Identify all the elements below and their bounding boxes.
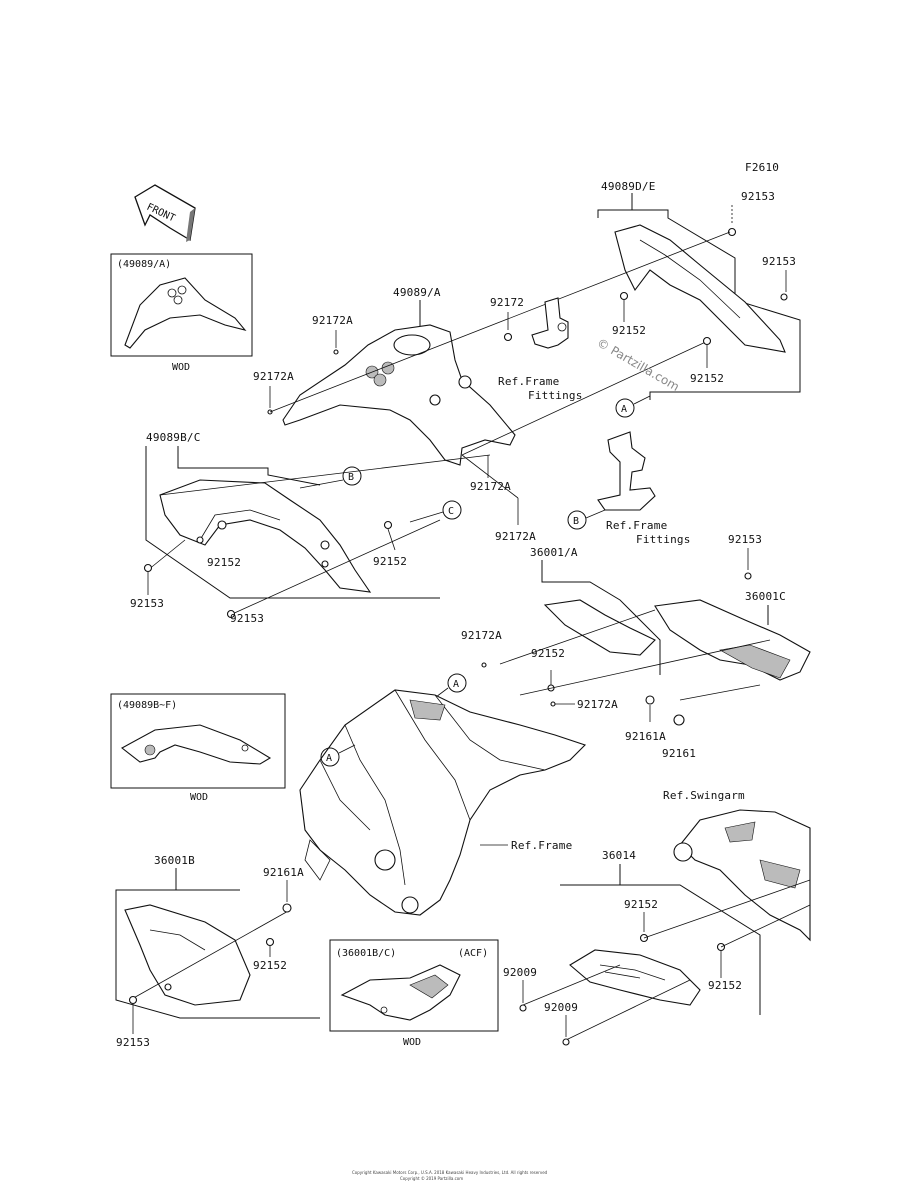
figure-code: F2610 [745,161,779,174]
callout-b-frame: A [320,744,356,767]
inset-36001bc-caption: WOD [403,1037,421,1048]
part-49089bc: 49089B/C [146,431,201,444]
callout-b-right: B [567,509,606,530]
svg-text:A: A [621,404,627,415]
cover-36001a [543,599,656,656]
frame-fitting-2 [597,431,656,511]
inset-36001bc-tag: (ACF) [458,948,488,959]
part-92009-a: 92009 [503,966,537,979]
cover-49089bc [159,479,372,593]
watermark: © Partzilla.com [595,335,682,393]
frame-fitting-1 [531,297,569,349]
part-92009-b: 92009 [544,1001,578,1014]
inset-49089bf-title: (49089B~F) [117,700,177,711]
frame [299,689,587,916]
ref-frame: Ref.Frame [511,839,572,852]
ref-frame-fittings-1a: Ref.Frame [498,375,559,388]
part-92152-a: 92152 [612,324,646,337]
part-92152-h: 92152 [708,979,742,992]
part-92172: 92172 [490,296,524,309]
part-92152-b: 92152 [690,372,724,385]
part-92152-f: 92152 [253,959,287,972]
svg-text:B: B [348,472,354,483]
cover-49089de: 49089D/E [597,180,801,400]
part-92172a-6: 92172A [577,698,618,711]
callout-a-upper: A [615,395,651,418]
part-92153-d: 92153 [230,612,264,625]
footer-copyright: Copyright Kawasaki Motors Corp., U.S.A. … [352,1170,548,1175]
footer-partzilla: Copyright © 2019 Partzilla.com [400,1176,463,1181]
ref-frame-fittings-2b: Fittings [636,533,691,546]
part-92153-e: 92153 [728,533,762,546]
swingarm [673,809,811,942]
part-92152-g: 92152 [624,898,658,911]
part-36001c: 36001C [745,590,786,603]
part-92172a-3: 92172A [470,480,511,493]
part-92153-b: 92153 [762,255,796,268]
front-arrow-icon: FRONT [134,184,196,242]
inset-49089bf: (49089B~F) WOD [110,693,286,803]
svg-text:B: B [573,516,579,527]
callout-b-left: B [299,466,362,489]
ref-frame-fittings-2a: Ref.Frame [606,519,667,532]
svg-text:A: A [326,753,332,764]
cover-36001b [124,904,251,1006]
part-36001a: 36001/A [530,546,578,559]
inset-49089a-caption: WOD [172,362,190,373]
part-92161a-1: 92161A [625,730,666,743]
ref-swingarm: Ref.Swingarm [663,789,745,802]
part-92161a-2: 92161A [263,866,304,879]
ref-frame-fittings-1b: Fittings [528,389,583,402]
inset-49089a: (49089/A) WOD [110,253,253,373]
part-92153-c: 92153 [130,597,164,610]
callout-c: C [409,500,462,523]
part-92152-e: 92152 [531,647,565,660]
part-92152-c: 92152 [207,556,241,569]
cover-36001c [654,599,811,681]
inset-49089bf-caption: WOD [190,792,208,803]
part-92172a-4: 92172A [495,530,536,543]
svg-text:A: A [453,679,459,690]
svg-text:C: C [448,506,454,517]
part-92153-a: 92153 [741,190,775,203]
part-49089a: 49089/A [393,286,441,299]
part-92172a-5: 92172A [461,629,502,642]
part-36014: 36014 [602,849,636,862]
cover-49089a [282,324,516,466]
part-92153-f: 92153 [116,1036,150,1049]
part-92161: 92161 [662,747,696,760]
inset-49089a-title: (49089/A) [117,259,171,270]
inset-36001bc-title: (36001B/C) [336,948,396,959]
part-92152-d: 92152 [373,555,407,568]
inset-36001bc: (36001B/C) (ACF) WOD [329,939,499,1048]
part-92172a-2: 92172A [253,370,294,383]
part-49089de: 49089D/E [601,180,656,193]
part-92172a-1: 92172A [312,314,353,327]
part-36001b: 36001B [154,854,195,867]
